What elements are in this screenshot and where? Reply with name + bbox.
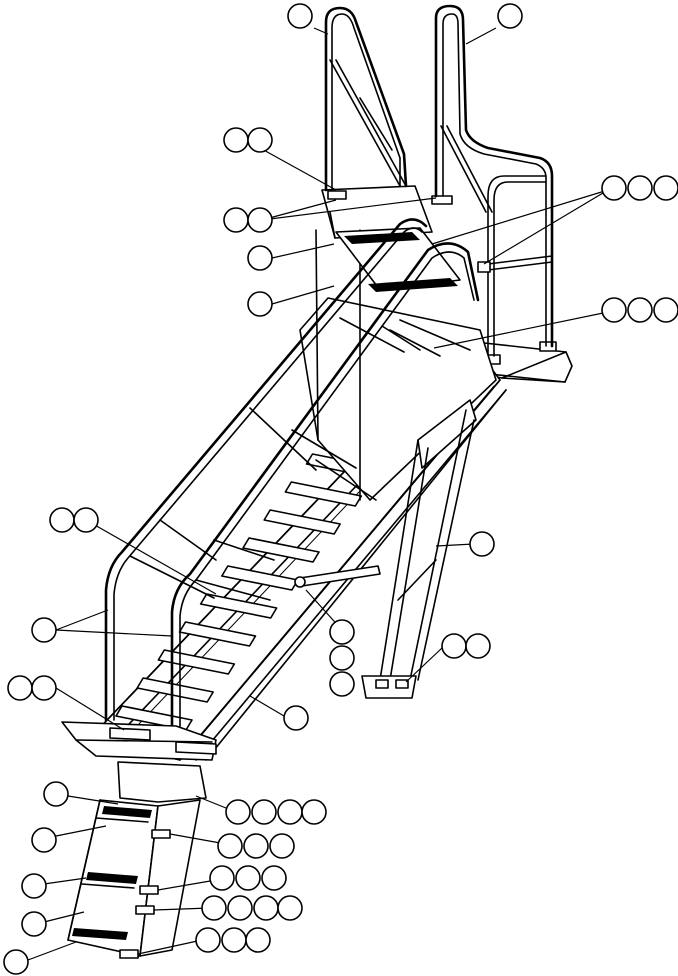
callout-balloon [225, 799, 251, 825]
top-platform [321, 185, 573, 383]
callout-balloon [223, 127, 249, 153]
callout-balloon [627, 175, 653, 201]
callout-balloon [277, 799, 303, 825]
callout-balloon [31, 617, 57, 643]
callout-balloon [601, 297, 627, 323]
callout-balloon [469, 531, 495, 557]
pin-rod [294, 565, 381, 588]
lower-left-handrail [104, 218, 428, 722]
callout-balloon [73, 507, 99, 533]
callout-balloon [301, 799, 327, 825]
callout-balloon [43, 781, 69, 807]
callout-balloon [209, 865, 235, 891]
callout-balloons [3, 3, 678, 975]
callout-balloon [329, 671, 355, 697]
stair-tread [263, 509, 341, 535]
stair-tread [284, 481, 363, 507]
callout-balloon [7, 675, 33, 701]
callout-balloon [247, 207, 273, 233]
stair-tread [157, 649, 236, 675]
upper-left-handrail [324, 6, 408, 192]
callout-balloon [243, 833, 269, 859]
callout-balloon [217, 833, 243, 859]
callout-balloon [221, 927, 247, 953]
callout-balloon [201, 895, 227, 921]
lower-right-handrail [170, 242, 480, 742]
stair-tread [242, 537, 320, 563]
callout-balloon [247, 245, 273, 271]
callout-balloon [31, 675, 57, 701]
callout-balloon [441, 633, 467, 659]
callout-balloon [245, 927, 271, 953]
bottom-base-plate [61, 721, 217, 761]
callout-balloon [329, 645, 355, 671]
callout-balloon [31, 827, 57, 853]
stair-tread [199, 593, 278, 619]
support-leg [361, 399, 477, 699]
callout-balloon [497, 3, 523, 29]
callout-balloon [287, 3, 313, 29]
callout-balloon [277, 895, 303, 921]
callout-balloon [235, 865, 261, 891]
leader-lines [27, 27, 609, 961]
callout-balloon [269, 833, 295, 859]
callout-balloon [21, 873, 47, 899]
callout-balloon [601, 175, 627, 201]
callout-balloon [223, 207, 249, 233]
callout-balloon [283, 705, 309, 731]
callout-balloon [261, 865, 287, 891]
stair-tread [136, 677, 214, 703]
upper-right-handrail [434, 4, 554, 357]
callout-balloon [329, 619, 355, 645]
callout-balloon [247, 291, 273, 317]
stair-tread [178, 621, 257, 647]
callout-balloon [251, 799, 277, 825]
callout-balloon [195, 927, 221, 953]
callout-balloon [465, 633, 491, 659]
callout-balloon [653, 297, 678, 323]
lower-step-section [67, 761, 207, 959]
callout-balloon [3, 949, 29, 975]
callout-balloon [653, 175, 678, 201]
callout-balloon [49, 507, 75, 533]
callout-balloon [21, 911, 47, 937]
callout-balloon [247, 127, 273, 153]
callout-balloon [253, 895, 279, 921]
callout-balloon [227, 895, 253, 921]
callout-balloon [627, 297, 653, 323]
